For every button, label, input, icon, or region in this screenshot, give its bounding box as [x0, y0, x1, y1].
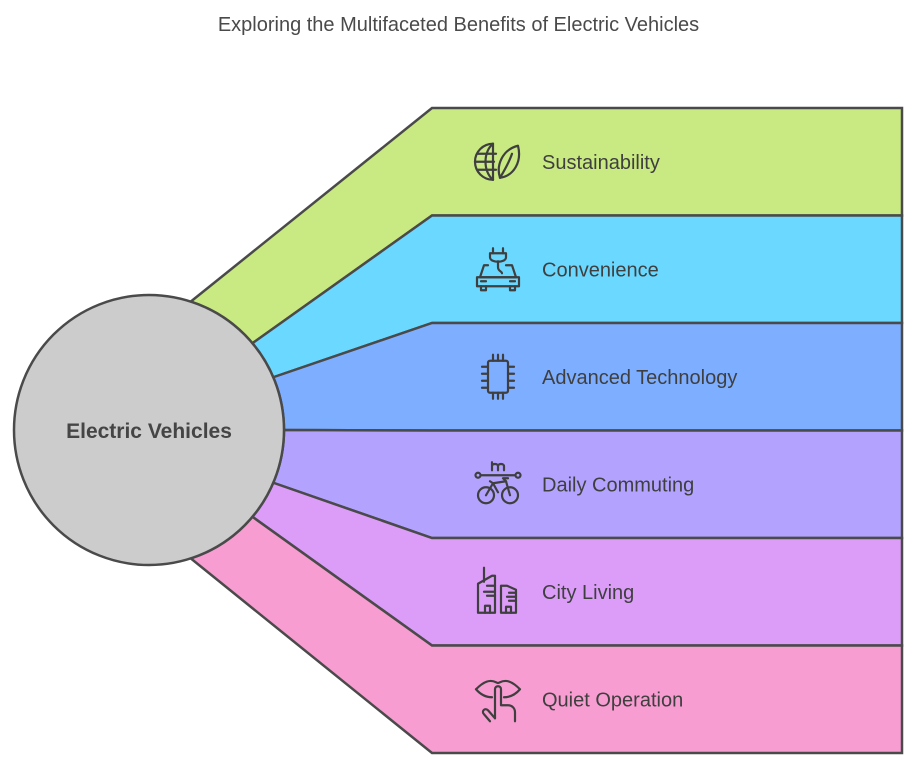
center-circle: [12, 293, 286, 567]
city-buildings-icon: [476, 566, 518, 614]
bicycle-distance-icon: [474, 461, 522, 505]
diagram-title: Exploring the Multifaceted Benefits of E…: [217, 14, 700, 36]
microchip-icon: [480, 353, 516, 400]
benefit-label: Advanced Technology: [542, 367, 737, 389]
electric-car-plug-icon: [475, 247, 521, 292]
silence-finger-lips-icon: [474, 679, 522, 723]
center-label: Electric Vehicles: [66, 420, 232, 443]
benefit-label: Daily Commuting: [542, 474, 694, 496]
globe-leaf-icon: [473, 142, 521, 181]
benefit-label: Sustainability: [542, 152, 660, 174]
benefit-label: City Living: [542, 582, 634, 604]
benefit-label: Quiet Operation: [542, 689, 683, 711]
benefit-label: Convenience: [542, 259, 659, 281]
center-node: Electric Vehicles: [12, 293, 286, 567]
